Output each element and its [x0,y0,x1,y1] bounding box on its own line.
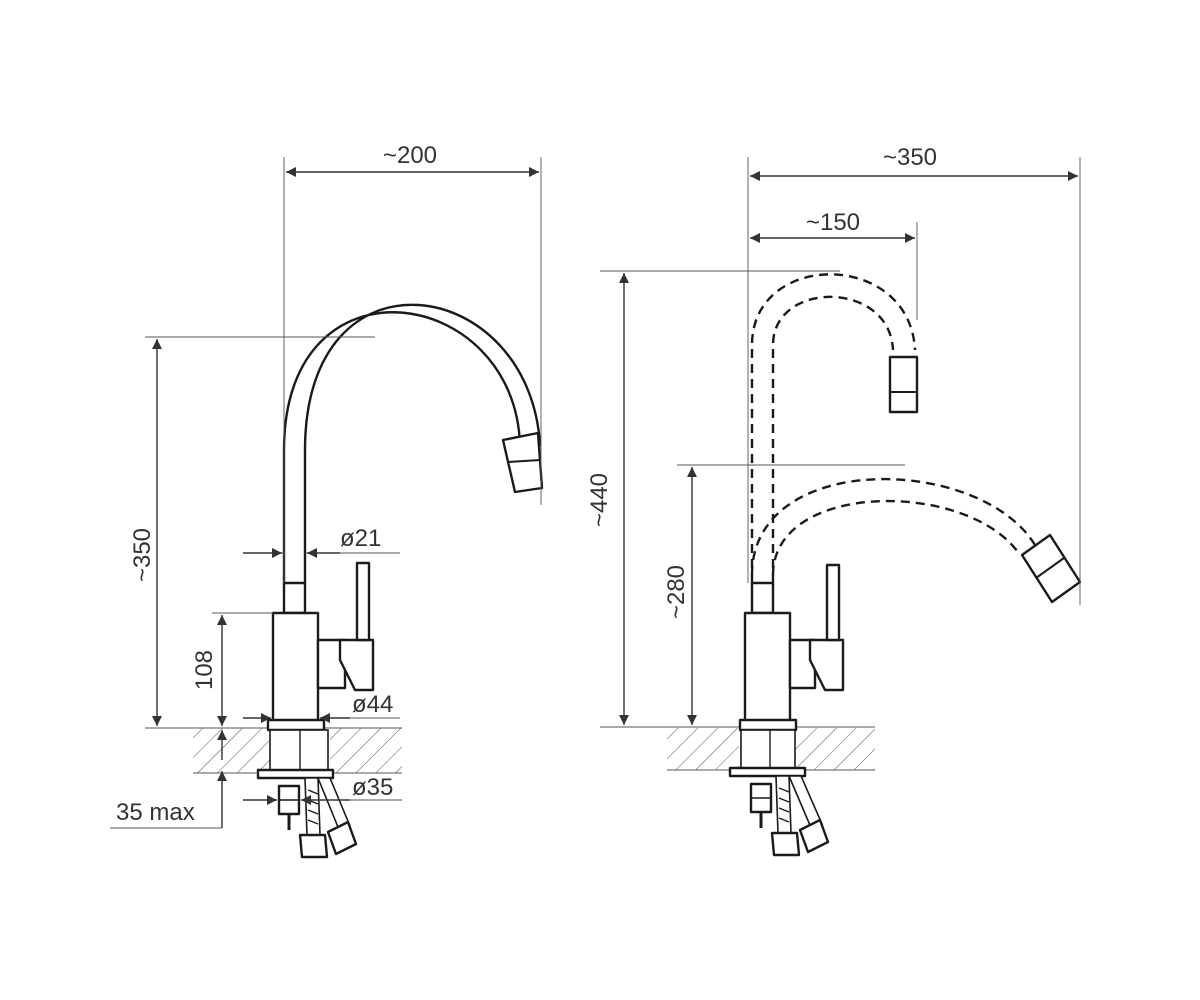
right-width-label: ~350 [883,144,937,171]
left-counter-thickness-label: 35 max [116,799,195,826]
left-width-label: ~200 [383,142,437,169]
left-height-label: ~350 [129,528,156,582]
right-countertop [600,726,875,771]
left-mount-diameter-label: ø35 [352,774,393,801]
left-body-diameter-dimension: ø44 [243,691,400,723]
right-min-height-label: ~280 [663,565,690,619]
left-width-dimension: ~200 [286,142,539,177]
right-width-dimension: ~350 [750,144,1078,181]
left-body-diameter-label: ø44 [352,691,393,718]
right-min-height-dimension: ~280 [663,467,697,725]
right-pull-dimension: ~150 [750,209,915,243]
left-mount-diameter-dimension: ø35 [243,774,402,805]
left-height-dimension: ~350 [129,339,162,726]
left-spout-diameter-dimension: ø21 [243,525,381,558]
left-faucet-view: ~200 ~350 108 35 max ø21 [110,142,544,859]
right-extension-lines [600,157,1081,605]
left-counter-thickness-dimension: 35 max [116,730,227,828]
left-body-height-dimension: 108 [191,615,227,726]
left-faucet-body [256,303,544,859]
right-faucet-view: ~350 ~150 ~440 ~280 [586,144,1082,857]
right-pull-label: ~150 [806,209,860,236]
left-extension-lines [110,157,542,829]
right-max-height-label: ~440 [586,473,613,527]
right-spout-raised-position [750,273,919,583]
left-countertop [145,727,402,774]
left-spout-diameter-label: ø21 [340,525,381,552]
left-body-height-label: 108 [191,650,218,690]
right-faucet-body [728,563,845,857]
right-max-height-dimension: ~440 [586,273,629,725]
right-spout-lowered-position [750,477,1082,604]
